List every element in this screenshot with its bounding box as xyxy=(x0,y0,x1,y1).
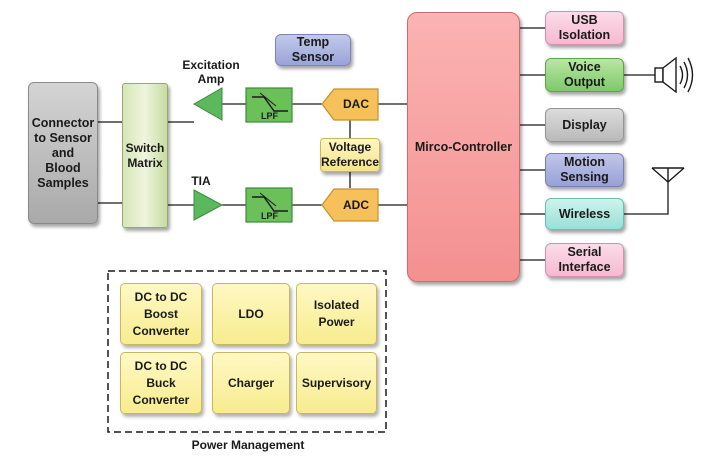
switch-matrix-block: Switch Matrix xyxy=(122,83,168,228)
isolated-power-block: Isolated Power xyxy=(296,283,377,345)
motion-sensing-block: Motion Sensing xyxy=(545,153,624,187)
antenna-icon xyxy=(651,167,685,183)
lpf-top-icon xyxy=(245,87,293,123)
serial-interface-block: Serial Interface xyxy=(545,243,624,277)
power-management-frame xyxy=(107,270,387,433)
voltage-reference-block: Voltage Reference xyxy=(320,138,380,172)
wire-wireless-antenna xyxy=(624,182,669,215)
display-block: Display xyxy=(545,108,624,142)
tia-amp-icon xyxy=(193,189,224,221)
ldo-block: LDO xyxy=(212,283,290,345)
dac-label: DAC xyxy=(343,97,369,111)
supervisory-block: Supervisory xyxy=(296,352,377,414)
voice-output-block: Voice Output xyxy=(545,58,624,92)
excitation-amp-icon xyxy=(192,87,223,121)
tia-label: TIA xyxy=(191,174,211,188)
lpf-bottom-label: LPF xyxy=(261,211,278,221)
lpf-top-label: LPF xyxy=(261,111,278,121)
wireless-block: Wireless xyxy=(545,198,624,230)
temp-sensor-block: Temp Sensor xyxy=(275,34,351,66)
connector-block: Connector to Sensor and Blood Samples xyxy=(28,82,98,224)
dac-shape xyxy=(321,88,379,121)
charger-block: Charger xyxy=(212,352,290,414)
excitation-amp-label: Excitation Amp xyxy=(182,58,240,86)
buck-converter-block: DC to DC Buck Converter xyxy=(120,352,202,414)
micro-controller-block: Mirco-Controller xyxy=(407,12,520,282)
power-management-label: Power Management xyxy=(191,438,305,452)
adc-shape xyxy=(321,188,379,222)
usb-isolation-block: USB Isolation xyxy=(545,11,624,45)
speaker-icon xyxy=(654,56,694,94)
boost-converter-block: DC to DC Boost Converter xyxy=(120,283,202,345)
lpf-bottom-icon xyxy=(245,187,293,223)
adc-label: ADC xyxy=(343,198,369,212)
